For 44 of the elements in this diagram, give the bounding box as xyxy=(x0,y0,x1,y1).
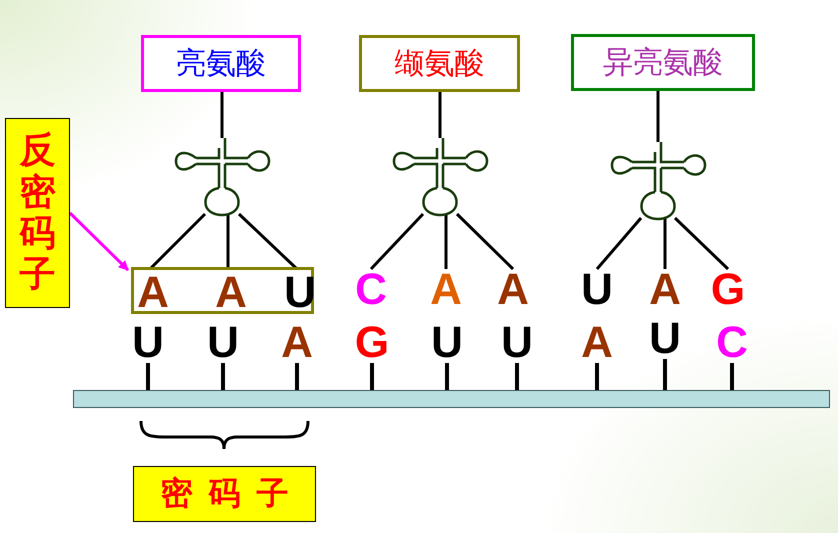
base-letter: A xyxy=(577,323,617,363)
base-letter: A xyxy=(645,269,685,311)
connector-line xyxy=(226,214,230,269)
connector-line xyxy=(663,359,667,390)
connector-line xyxy=(664,218,666,269)
connector-line xyxy=(515,363,519,390)
amino-acid-label: 缬氨酸 xyxy=(359,35,520,92)
connector-line xyxy=(221,363,225,390)
connector-line xyxy=(456,212,514,270)
base-letter: U xyxy=(203,323,243,363)
base-letter: U xyxy=(128,323,168,363)
connector-line xyxy=(220,92,224,138)
amino-acid-label: 亮氨酸 xyxy=(141,35,301,92)
base-letter: U xyxy=(497,323,537,363)
base-letter: G xyxy=(352,323,392,363)
amino-acid-label: 异亮氨酸 xyxy=(571,34,755,91)
connector-line xyxy=(595,363,599,390)
base-letter: C xyxy=(712,323,752,363)
base-letter: U xyxy=(645,319,685,359)
base-letter: A xyxy=(211,272,251,314)
connector-line xyxy=(295,363,299,390)
connector-line xyxy=(730,363,734,390)
connector-line xyxy=(445,363,449,390)
label-card xyxy=(5,118,70,308)
connector-line xyxy=(370,363,374,390)
arrow xyxy=(68,212,130,272)
anticodon-label: 反密码子 xyxy=(20,130,56,296)
base-letter: U xyxy=(427,323,467,363)
connector-line xyxy=(438,92,442,138)
connector-line xyxy=(674,216,730,270)
base-letter: A xyxy=(133,272,173,314)
mrna-strand xyxy=(73,390,830,408)
base-letter: U xyxy=(577,269,617,311)
connector-line xyxy=(656,91,660,142)
codon-label: 密码子 xyxy=(133,466,316,522)
connector-line xyxy=(146,363,150,390)
base-letter: G xyxy=(708,269,748,311)
base-letter: A xyxy=(277,323,317,363)
connector-line xyxy=(370,212,424,270)
base-letter: A xyxy=(493,269,533,311)
connector-line xyxy=(596,217,642,270)
connector-line xyxy=(444,214,448,269)
base-letter: C xyxy=(351,269,391,311)
base-letter: A xyxy=(426,269,466,311)
